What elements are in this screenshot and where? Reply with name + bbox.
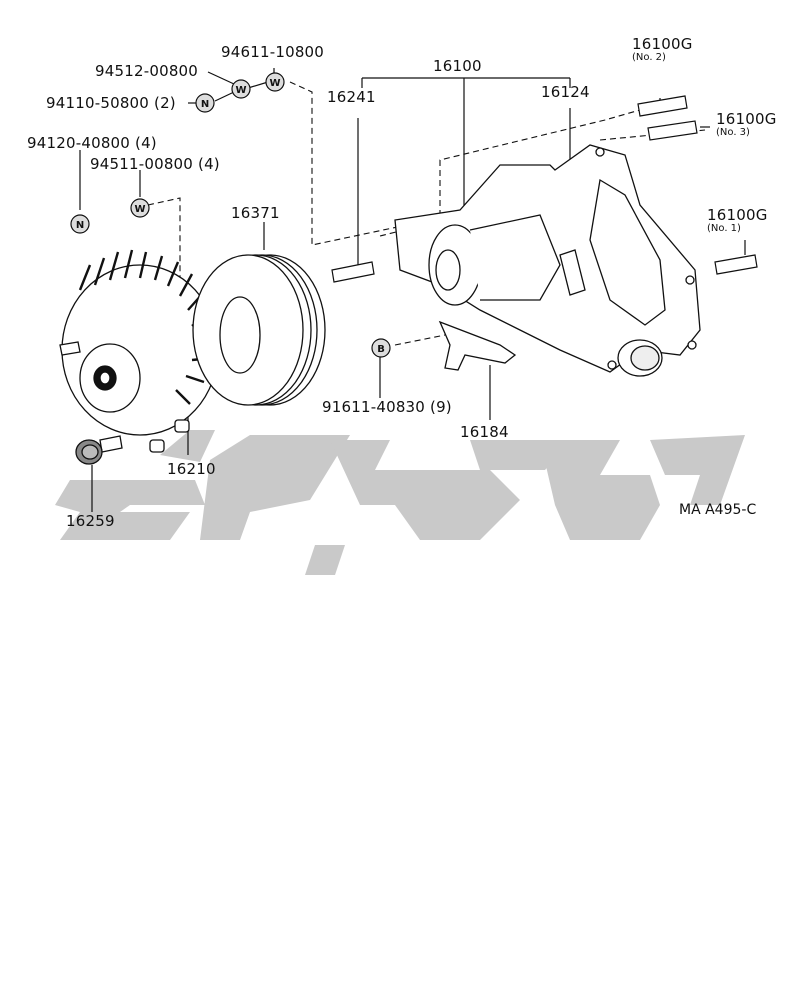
- part-label-16371: 16371: [231, 204, 280, 222]
- part-label-16100: 16100: [433, 57, 482, 75]
- plug-drawing: [75, 439, 103, 465]
- fastener-letters: W W N N W B: [76, 78, 385, 355]
- svg-text:W: W: [235, 85, 246, 96]
- stud-16241: [331, 261, 375, 283]
- studs-drawing: [331, 95, 758, 283]
- part-label-16241: 16241: [327, 88, 376, 106]
- part-label-16124: 16124: [541, 83, 590, 101]
- svg-text:B: B: [377, 344, 385, 355]
- washer-symbol-94512: [231, 79, 251, 99]
- stud-16100g-no3: [647, 120, 698, 141]
- svg-text:W: W: [134, 204, 145, 215]
- pulley-drawing: [192, 254, 326, 406]
- part-label-94511-00800: 94511-00800 (4): [90, 155, 220, 173]
- washer-symbol-94611: [265, 72, 285, 92]
- part-note-16100g-no2: (No. 2): [632, 52, 666, 63]
- part-label-16259: 16259: [66, 512, 115, 530]
- watermark-logo: [55, 430, 745, 575]
- part-label-16100g-no3: 16100G: [716, 110, 777, 128]
- part-label-16100g-no1: 16100G: [707, 206, 768, 224]
- bracket-drawing: [438, 320, 517, 371]
- fastener-symbols: [70, 72, 391, 358]
- svg-text:N: N: [76, 220, 84, 231]
- part-label-94120-40800: 94120-40800 (4): [27, 134, 157, 152]
- part-label-91611-40830: 91611-40830 (9): [322, 398, 452, 416]
- part-note-16100g-no1: (No. 1): [707, 223, 741, 234]
- water-pump-drawing: [394, 144, 701, 377]
- part-note-16100g-no3: (No. 3): [716, 127, 750, 138]
- svg-text:W: W: [269, 78, 280, 89]
- part-label-16184: 16184: [460, 423, 509, 441]
- leader-lines: [79, 68, 746, 512]
- nut-symbol-94110: [195, 93, 215, 113]
- bolt-symbol-91611: [371, 338, 391, 358]
- washer-symbol-94511: [130, 198, 150, 218]
- part-label-94110-50800: 94110-50800 (2): [46, 94, 176, 112]
- fan-clutch-drawing: [59, 249, 219, 453]
- part-label-16210: 16210: [167, 460, 216, 478]
- stud-16100g-no2: [637, 95, 688, 117]
- part-label-94611-10800: 94611-10800: [221, 43, 325, 61]
- stud-16100g-no1: [714, 254, 758, 275]
- nut-symbol-94120: [70, 214, 90, 234]
- part-label-16100g-no2: 16100G: [632, 35, 693, 53]
- diagram-reference-code: MA A495-C: [679, 502, 757, 518]
- part-label-94512-00800: 94512-00800: [95, 62, 199, 80]
- svg-text:N: N: [201, 99, 209, 110]
